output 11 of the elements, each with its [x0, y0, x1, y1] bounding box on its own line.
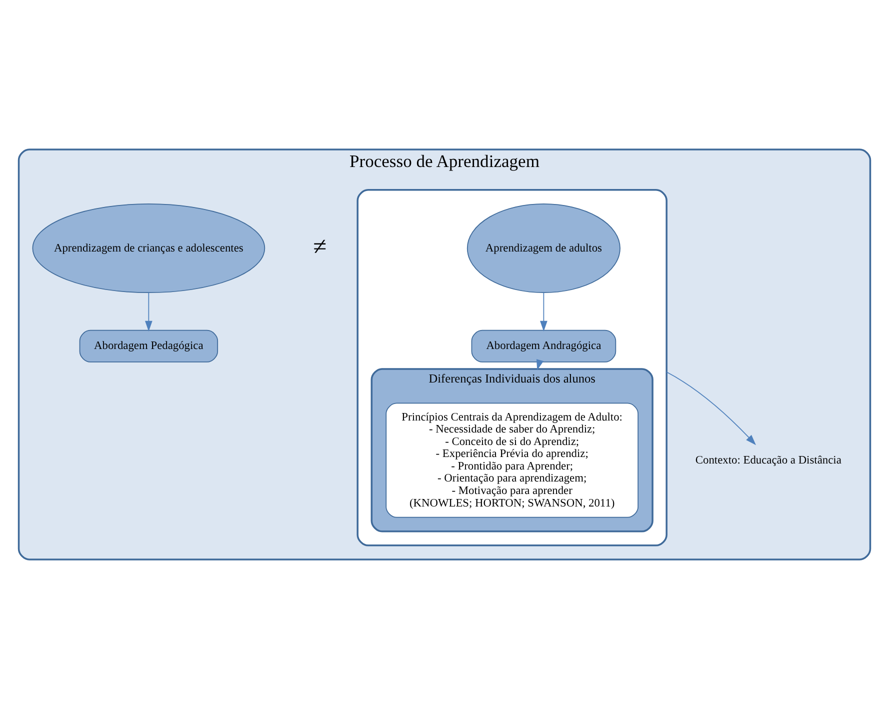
- node-ellipse: Aprendizagem de crianças e adolescentes: [32, 203, 266, 293]
- arrow: [145, 292, 152, 331]
- arrow: [666, 371, 756, 445]
- arrow: [536, 358, 544, 370]
- arrow: [540, 292, 548, 331]
- label: ≠: [313, 232, 327, 260]
- node-box: Princípios Centrais da Aprendizagem de Adulto: - Necessidade de saber do Aprendiz; - Conceito de si do Aprendiz; - Experiência Prévia do aprendiz; - Prontidão para Aprender; - Orientação para aprendizagem; - Motivação para aprender (KNOWLES; HORTON; SWANSON, 2011): [386, 402, 638, 518]
- cluster: [356, 188, 668, 546]
- node-box: Abordagem Pedagógica: [79, 329, 218, 362]
- node-text: Contexto: Educação a Distância: [695, 454, 842, 466]
- node-ellipse: Aprendizagem de adultos: [466, 203, 620, 293]
